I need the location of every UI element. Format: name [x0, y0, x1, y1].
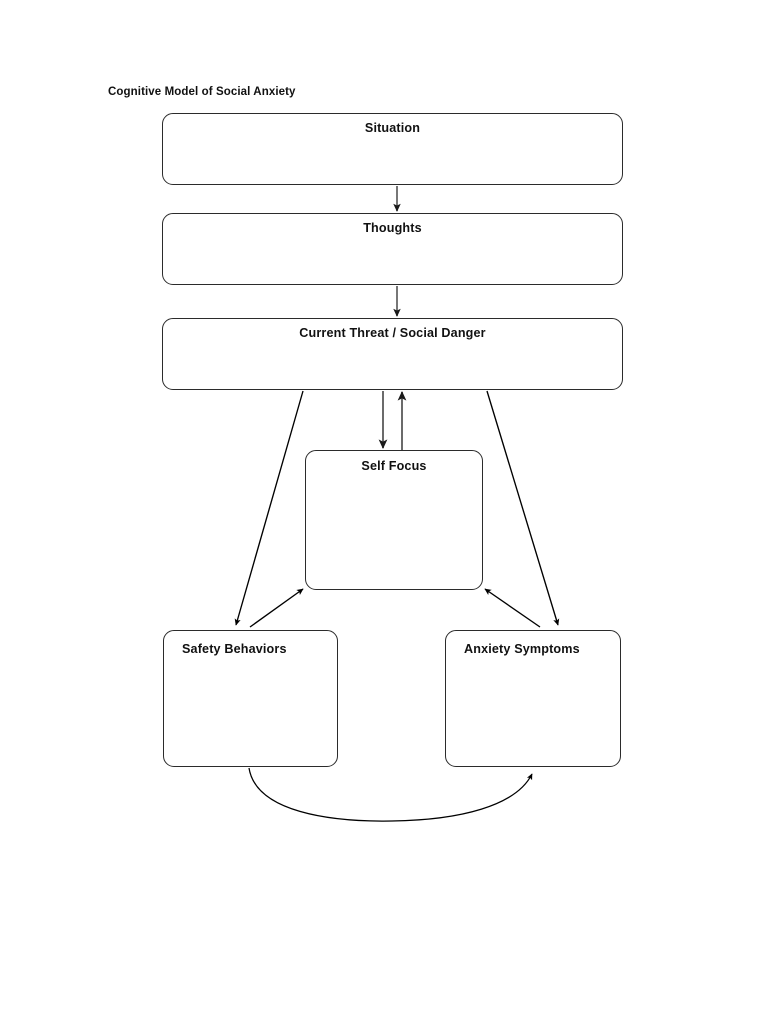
node-thoughts[interactable]: Thoughts	[162, 213, 623, 285]
node-self-focus[interactable]: Self Focus	[305, 450, 483, 590]
node-current-threat-label: Current Threat / Social Danger	[299, 326, 486, 340]
node-situation[interactable]: Situation	[162, 113, 623, 185]
node-safety-behaviors-label: Safety Behaviors	[182, 642, 287, 656]
node-situation-label: Situation	[364, 121, 421, 135]
edge-current-threat-to-anxiety-symptoms	[486, 390, 560, 626]
node-anxiety-symptoms-label: Anxiety Symptoms	[464, 642, 580, 656]
node-thoughts-label: Thoughts	[363, 221, 422, 235]
node-self-focus-label: Self Focus	[361, 459, 427, 473]
edge-current-threat-to-safety-behaviors	[234, 390, 304, 626]
page-title: Cognitive Model of Social Anxiety	[108, 86, 296, 98]
node-safety-behaviors[interactable]: Safety Behaviors	[163, 630, 338, 767]
edge-safety-behaviors-to-anxiety-symptoms	[248, 767, 533, 822]
node-anxiety-symptoms[interactable]: Anxiety Symptoms	[445, 630, 621, 767]
node-current-threat[interactable]: Current Threat / Social Danger	[162, 318, 623, 390]
edge-safety-behaviors-to-self-focus	[249, 588, 304, 628]
edge-anxiety-symptoms-to-self-focus	[484, 588, 541, 628]
